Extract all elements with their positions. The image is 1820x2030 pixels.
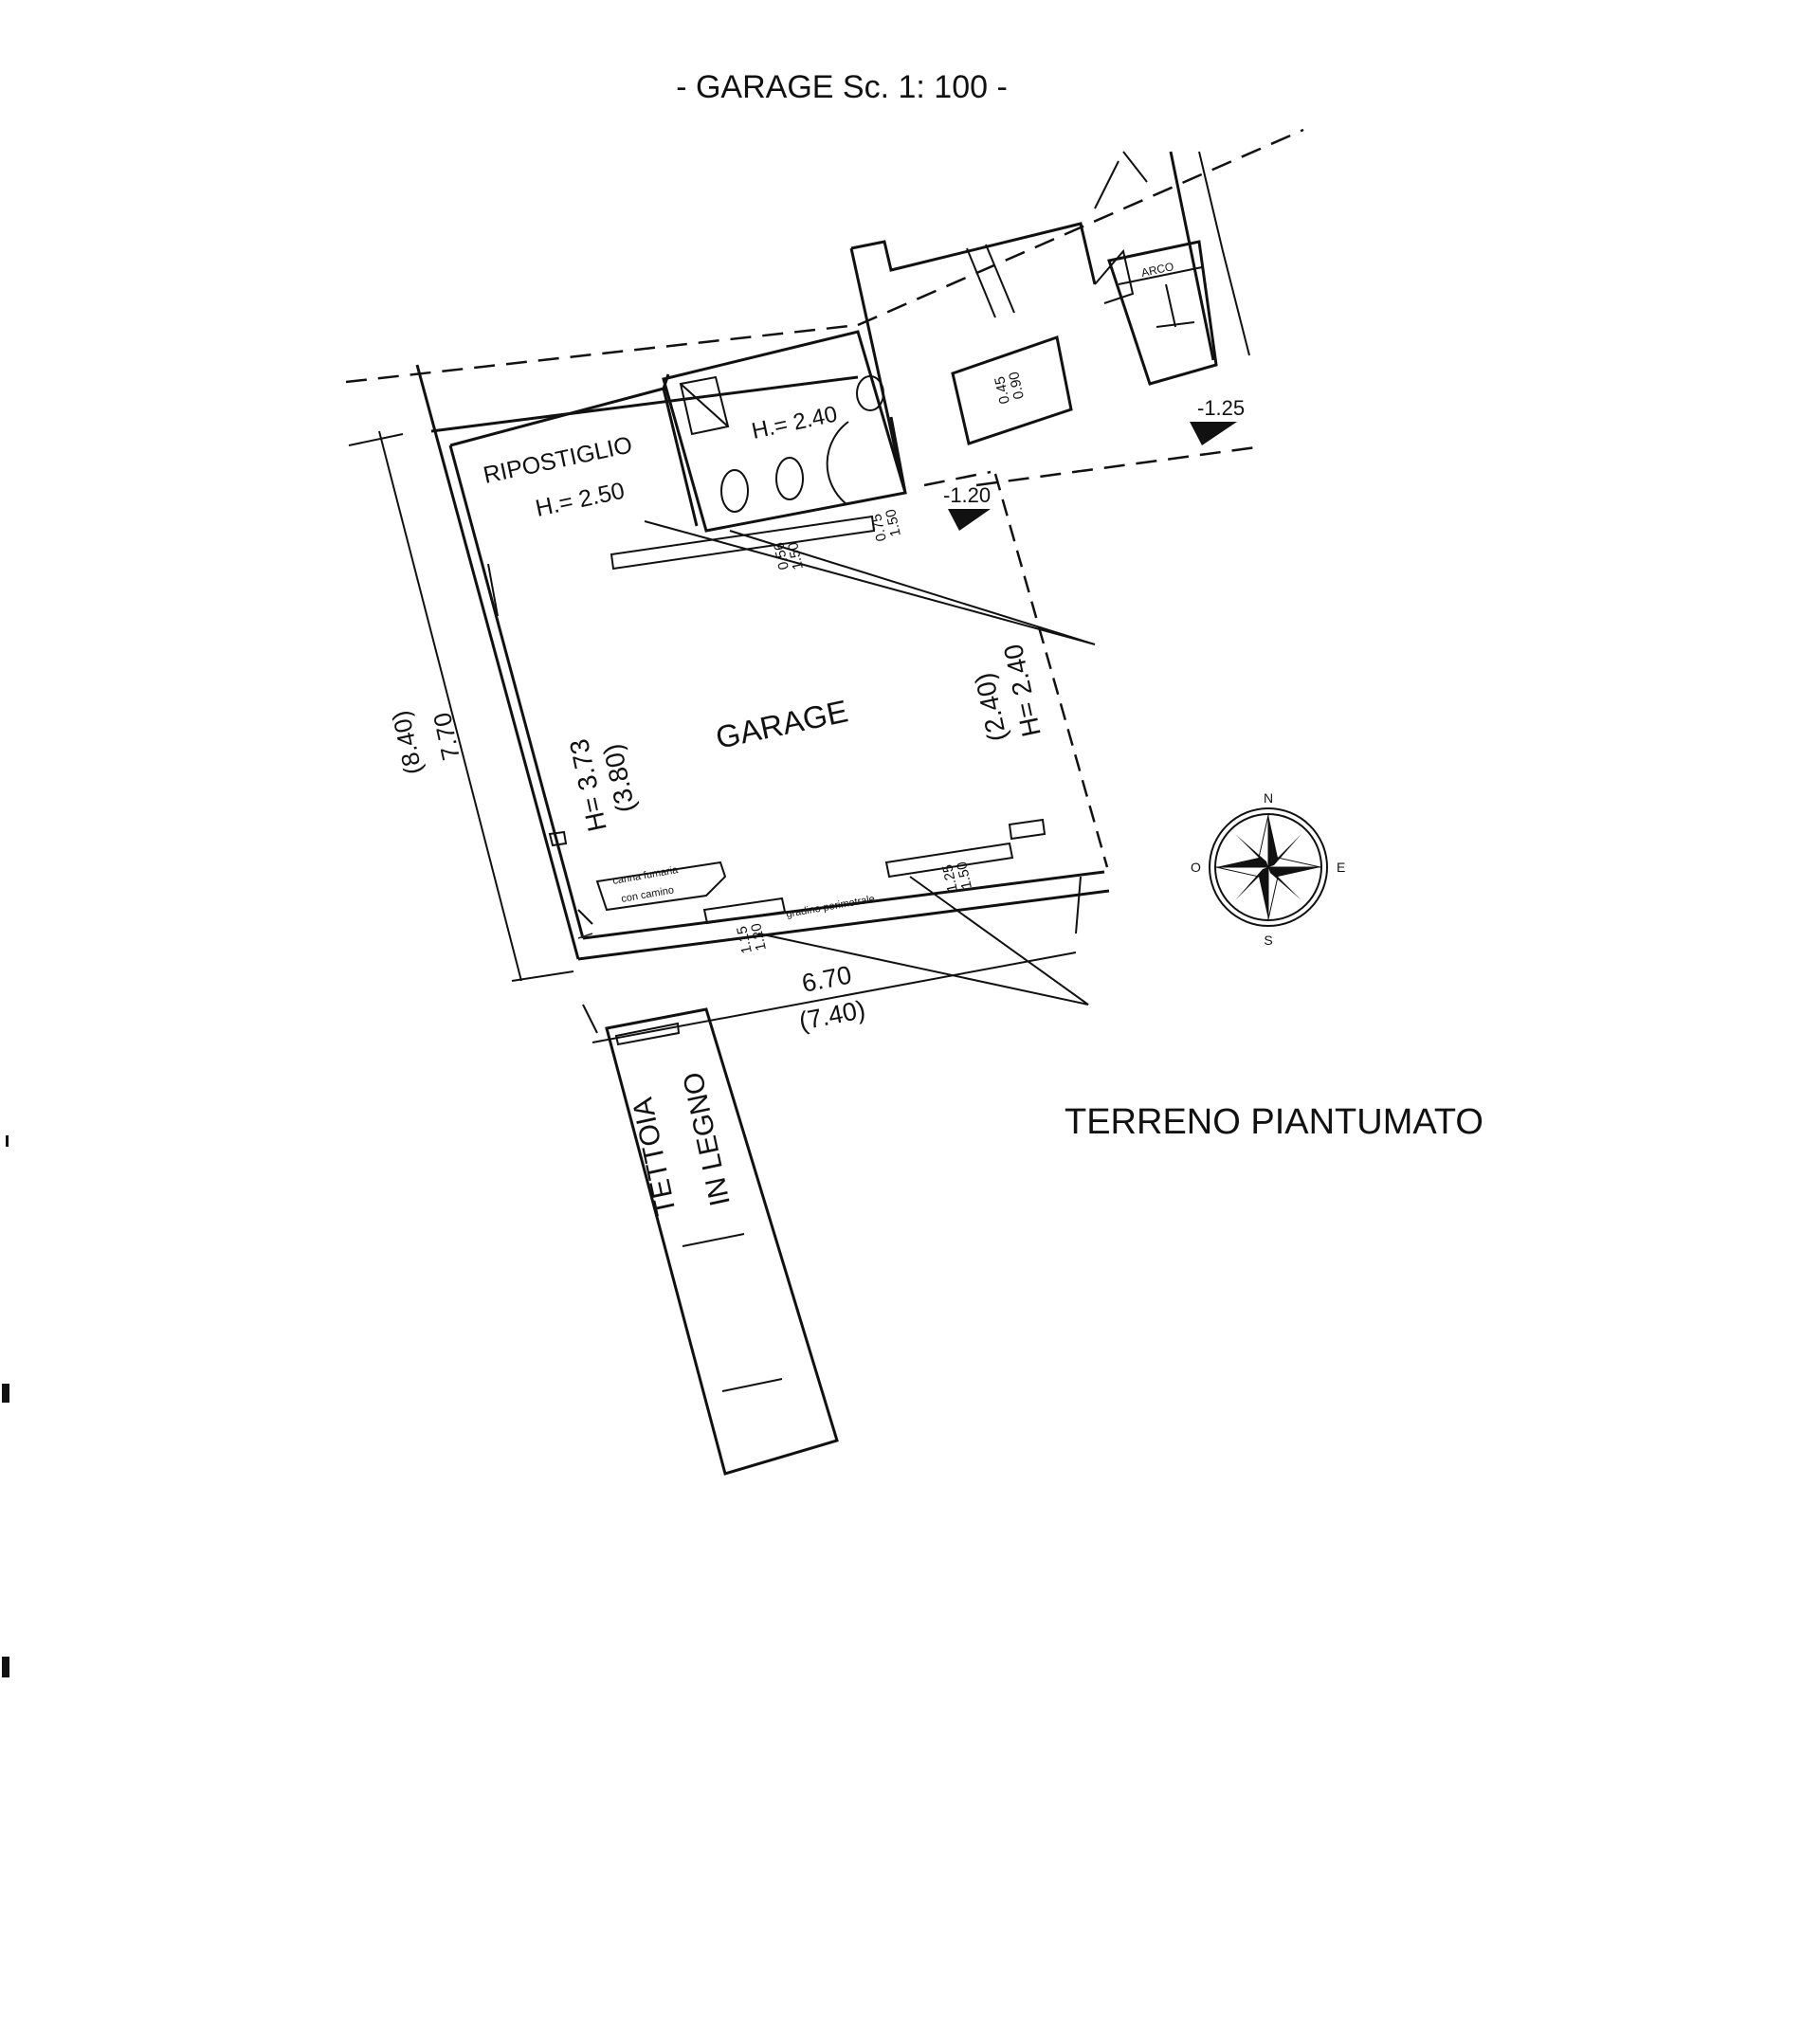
sink-icon bbox=[856, 375, 884, 411]
level-marker-a: -1.25 bbox=[1190, 396, 1245, 445]
dim-left-inner: 7.70 bbox=[428, 710, 465, 763]
window-1-bottom: 1.50 bbox=[785, 541, 807, 571]
chimney-note-1: canna fumaria bbox=[611, 864, 680, 887]
tettoia-line-1: TETTOIA bbox=[627, 1095, 682, 1218]
dim-bottom-outer: (7.40) bbox=[796, 995, 867, 1036]
window-2-bottom: 1.50 bbox=[883, 508, 904, 538]
property-boundary bbox=[345, 128, 1304, 487]
garage-notes: canna fumaria con camino gradino perimet… bbox=[595, 861, 876, 920]
window-dimensions: 0.56 1.50 0.75 1.50 0.45 0.90 1.15 1.20 … bbox=[734, 371, 1028, 955]
plan-title: - GARAGE Sc. 1: 100 - bbox=[676, 69, 1008, 105]
compass-west: O bbox=[1191, 860, 1201, 875]
level-b-triangle bbox=[948, 509, 991, 531]
level-marker-b: -1.20 bbox=[943, 483, 991, 531]
window-3-top: 0.45 bbox=[992, 375, 1013, 406]
level-a-label: -1.25 bbox=[1197, 396, 1245, 420]
dim-bottom-inner: 6.70 bbox=[799, 960, 853, 997]
bathroom-height: H.= 2.40 bbox=[750, 401, 840, 444]
window-4-top: 1.15 bbox=[734, 925, 755, 955]
compass-icon: N S E O bbox=[1191, 790, 1345, 948]
bottom-dimension: 6.70 (7.40) bbox=[582, 952, 1077, 1043]
window-1-top: 0.56 bbox=[771, 541, 792, 571]
compass-east: E bbox=[1337, 860, 1345, 875]
ripostiglio-height: H.= 2.50 bbox=[533, 478, 627, 522]
window-5-top: 1.25 bbox=[939, 863, 961, 894]
bidet-icon bbox=[775, 457, 804, 500]
window-3-bottom: 0.90 bbox=[1006, 371, 1028, 401]
window-2-top: 0.75 bbox=[868, 513, 890, 543]
opening-lines bbox=[644, 520, 1096, 1006]
tettoia-line-2: IN LEGNO bbox=[678, 1069, 737, 1208]
tettoia: TETTOIA IN LEGNO bbox=[605, 1007, 839, 1476]
window-4-bottom: 1.20 bbox=[748, 922, 770, 952]
compass-south: S bbox=[1264, 933, 1272, 948]
garage-label: GARAGE bbox=[713, 693, 851, 755]
window-5-bottom: 1.50 bbox=[954, 861, 975, 891]
door-swing bbox=[826, 421, 849, 505]
level-a-triangle bbox=[1190, 422, 1237, 445]
level-b-label: -1.20 bbox=[943, 483, 991, 507]
bathroom-fixtures bbox=[720, 375, 907, 513]
toilet-icon bbox=[720, 469, 749, 513]
scan-marks bbox=[2, 1135, 9, 1677]
window-bars bbox=[610, 515, 1046, 1046]
terrain-label: TERRENO PIANTUMATO bbox=[1065, 1102, 1483, 1142]
compass-north: N bbox=[1264, 790, 1273, 806]
adjacent-building: ARCO bbox=[849, 151, 1250, 475]
dim-left-outer: (8.40) bbox=[386, 708, 427, 777]
perimeter-note: gradino perimetrale bbox=[785, 894, 875, 920]
